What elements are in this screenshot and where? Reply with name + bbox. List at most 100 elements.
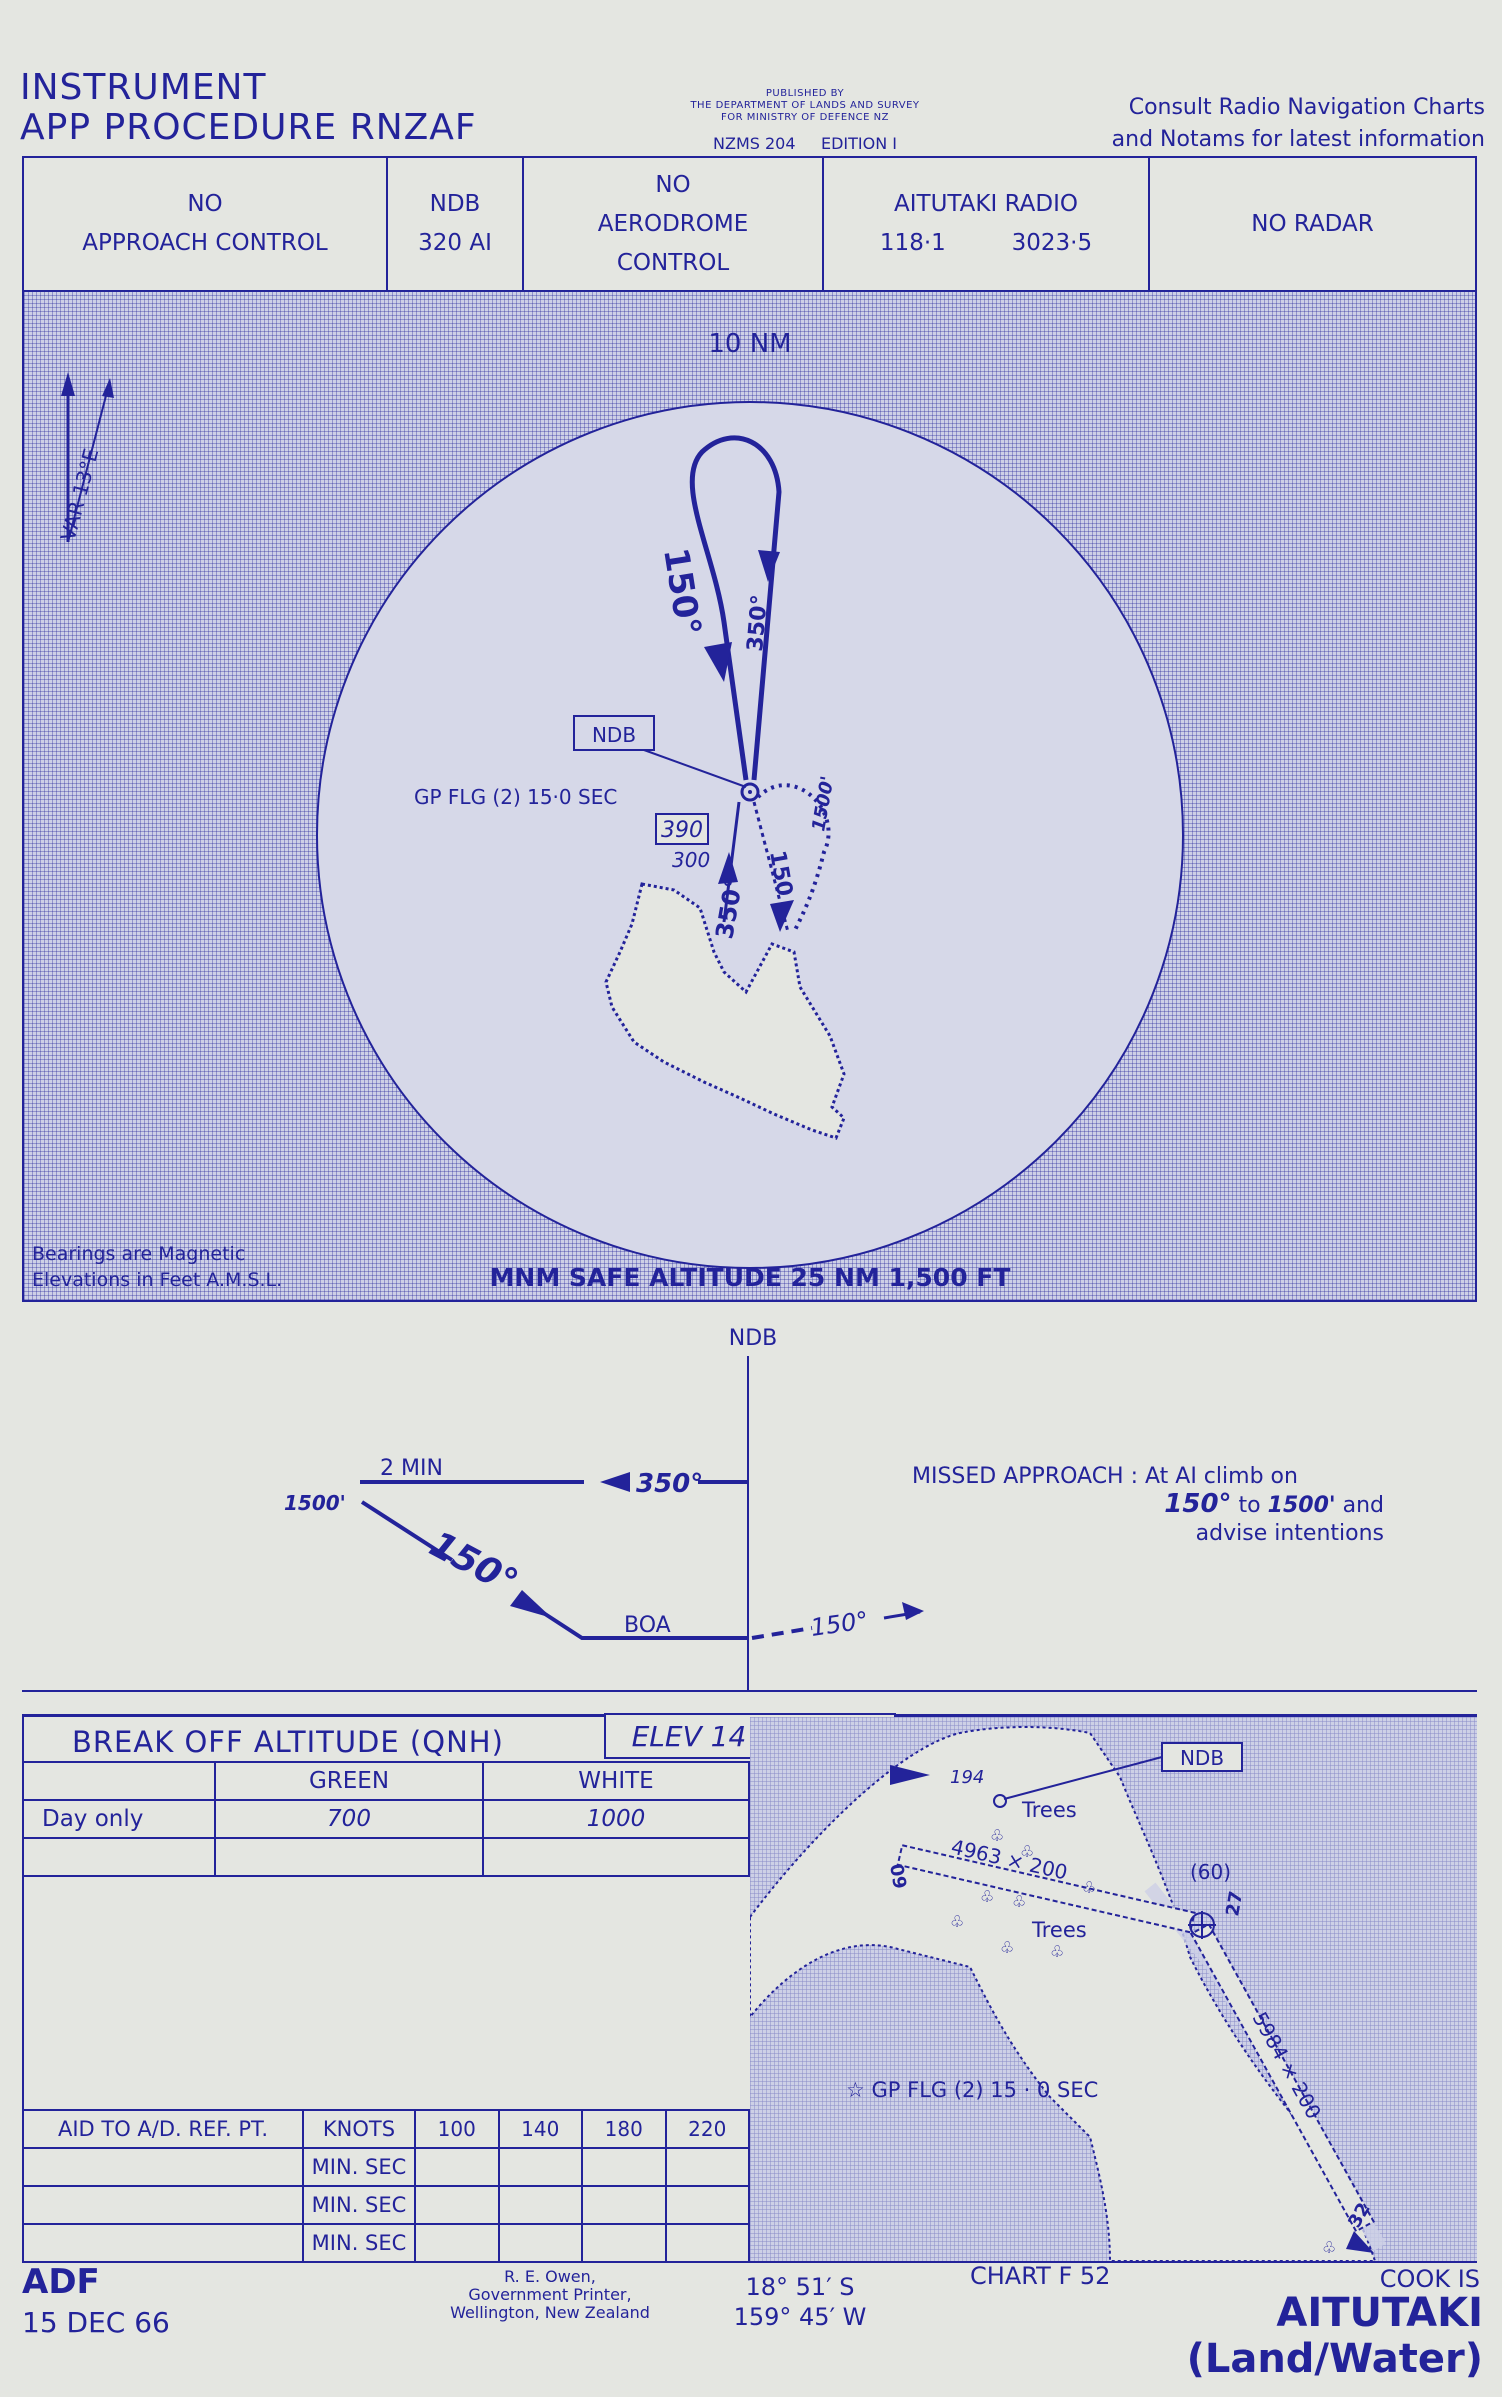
footer-aerodrome-name: AITUTAKI (Land/Water) (1186, 2290, 1483, 2382)
elev-spot: 300 (672, 848, 710, 872)
track-150-label: 150° (423, 1524, 525, 1604)
ndb-symbol (740, 782, 760, 802)
knots-header: KNOTS (302, 2109, 416, 2149)
boa-table: GREEN WHITE Day only 700 1000 (22, 1761, 750, 1877)
island-outline (604, 882, 846, 1140)
radio-freq-1: 118·1 (879, 230, 946, 256)
plan-view-drawing: 10 NM VAR 13°E 150° 350° NDB GP FLG (2) … (32, 329, 1184, 1292)
title-line-1: INSTRUMENT (20, 67, 267, 108)
radio-cell: AITUTAKI RADIO 118·1 3023·5 (824, 158, 1150, 290)
elev-box (655, 813, 709, 845)
aerodrome-line-1: NO (655, 171, 691, 198)
trees-label-2: Trees (1031, 1918, 1087, 1942)
footer-coords: 18° 51′ S 159° 45′ W (700, 2272, 900, 2332)
chart-title: INSTRUMENT APP PROCEDURE RNZAF (20, 68, 477, 148)
trees-label-1: Trees (1021, 1798, 1077, 1822)
holding-pattern (689, 435, 782, 781)
footer-region: COOK IS (1379, 2265, 1480, 2293)
procedure-turn (756, 783, 831, 933)
published-line-3: FOR MINISTRY OF DEFENCE NZ (721, 112, 889, 123)
track-350-label: 350° (636, 1469, 703, 1499)
svg-text:♧: ♧ (990, 1826, 1004, 1845)
footer-adf: ADF (22, 2262, 100, 2302)
min-sec-row-3: MIN. SEC (302, 2223, 416, 2263)
footer-date: 15 DEC 66 (22, 2306, 170, 2339)
edition-line: NZMS 204 EDITION I (640, 134, 970, 153)
info-bar: NO APPROACH CONTROL NDB 320 AI NO AERODR… (22, 156, 1477, 292)
aero-ndb-label: NDB (1180, 1746, 1224, 1770)
printer-line-3: Wellington, New Zealand (450, 2303, 650, 2322)
bearings-note-2: Elevations in Feet A.M.S.L. (32, 1269, 282, 1291)
green-value: 700 (214, 1799, 484, 1839)
holding-arrow-in (758, 550, 780, 582)
ten-nm-ring (316, 401, 1184, 1269)
inbound-arrow (718, 852, 738, 884)
ndb-line-2: 320 AI (418, 230, 492, 256)
missed-line-3: advise intentions (1196, 1521, 1384, 1546)
missed-line-1: MISSED APPROACH : At AI climb on (912, 1464, 1298, 1489)
rwy-09-end: 09 (885, 1862, 910, 1890)
approach-line-2: APPROACH CONTROL (82, 230, 328, 256)
consult-note: Consult Radio Navigation Charts and Nota… (1030, 92, 1485, 156)
min-sec-row-2: MIN. SEC (302, 2185, 416, 2225)
svg-text:♧: ♧ (1000, 1938, 1014, 1957)
published-line-2: THE DEPARTMENT OF LANDS AND SURVEY (690, 100, 920, 111)
radio-freq-2: 3023·5 (1011, 230, 1093, 256)
runway-09-27 (896, 1844, 1196, 1934)
white-value: 1000 (482, 1799, 750, 1839)
aerodrome-control-cell: NO AERODROME CONTROL (524, 158, 824, 290)
ndb-cell: NDB 320 AI (388, 158, 524, 290)
svg-text:♧: ♧ (1050, 1942, 1064, 1961)
tree-symbols: ♧♧ ♧♧ ♧♧ ♧♧ ♧ (950, 1826, 1336, 2257)
footer-chart-number: CHART F 52 (970, 2262, 1111, 2290)
ndb-box (573, 715, 655, 751)
descent-arrow (510, 1590, 552, 1618)
profile-ndb-label: NDB (729, 1326, 778, 1351)
rwy-27-end: 27 (1222, 1890, 1247, 1918)
svg-text:♧: ♧ (980, 1887, 994, 1906)
aerodrome-diagram: 4963 × 200 09 27 5984 × 200 32 NDB 194 T… (750, 1717, 1477, 2261)
published-line-1: PUBLISHED BY (765, 88, 845, 99)
profile-alt-1500: 1500' (284, 1491, 346, 1515)
radio-freqs: 118·1 3023·5 (880, 224, 1092, 263)
svg-text:♧: ♧ (1012, 1892, 1026, 1911)
msa-label: MNM SAFE ALTITUDE 25 NM 1,500 FT (490, 1263, 1011, 1292)
latitude: 18° 51′ S (745, 2273, 855, 2301)
speed-100: 100 (414, 2109, 500, 2149)
min-sec-row-1: MIN. SEC (302, 2147, 416, 2187)
radar-text: NO RADAR (1251, 210, 1374, 237)
missed-150-label: 150° (809, 1606, 870, 1642)
approach-control-cell: NO APPROACH CONTROL (24, 158, 388, 290)
elev-box-value: 390 (661, 818, 703, 843)
bearings-note-1: Bearings are Magnetic (32, 1243, 245, 1265)
speed-180: 180 (581, 2109, 667, 2149)
radar-cell: NO RADAR (1150, 158, 1475, 290)
track-inbound-label: 350° (743, 594, 773, 653)
ring-label: 10 NM (708, 329, 791, 359)
aero-gp-flag: ☆ GP FLG (2) 15 · 0 SEC (846, 2078, 1098, 2102)
aerodrome-line-3: CONTROL (616, 249, 730, 276)
two-min-label: 2 MIN (380, 1456, 443, 1481)
col-green: GREEN (214, 1761, 484, 1801)
boa-label: BOA (624, 1613, 671, 1638)
descent-profile (360, 1500, 748, 1640)
holding-arrow-out (704, 642, 732, 682)
nzms-number: NZMS 204 (713, 134, 796, 153)
svg-text:♧: ♧ (1020, 1842, 1034, 1861)
footer-printer: R. E. Owen, Government Printer, Wellingt… (420, 2268, 680, 2322)
outbound-track (752, 801, 790, 933)
publisher-note: PUBLISHED BY THE DEPARTMENT OF LANDS AND… (640, 88, 970, 124)
runway-32 (1189, 1922, 1375, 2233)
var-label: VAR 13°E (56, 446, 104, 543)
boa-header-blank (22, 1761, 216, 1801)
longitude: 159° 45′ W (733, 2303, 867, 2331)
north-arrow (61, 372, 114, 543)
ndb-site-symbol (993, 1794, 1007, 1808)
radio-name: AITUTAKI RADIO (894, 191, 1078, 217)
rwy-09-arrow (890, 1765, 930, 1785)
profile-view: NDB 2 MIN 1500' 350° 150° BOA 150° MISSE… (22, 1300, 1477, 1690)
missed-line-2: 150° to 1500' and (1164, 1489, 1384, 1519)
rwy-32-arrow (1346, 2231, 1374, 2253)
consult-line-2: and Notams for latest information (1111, 127, 1485, 152)
